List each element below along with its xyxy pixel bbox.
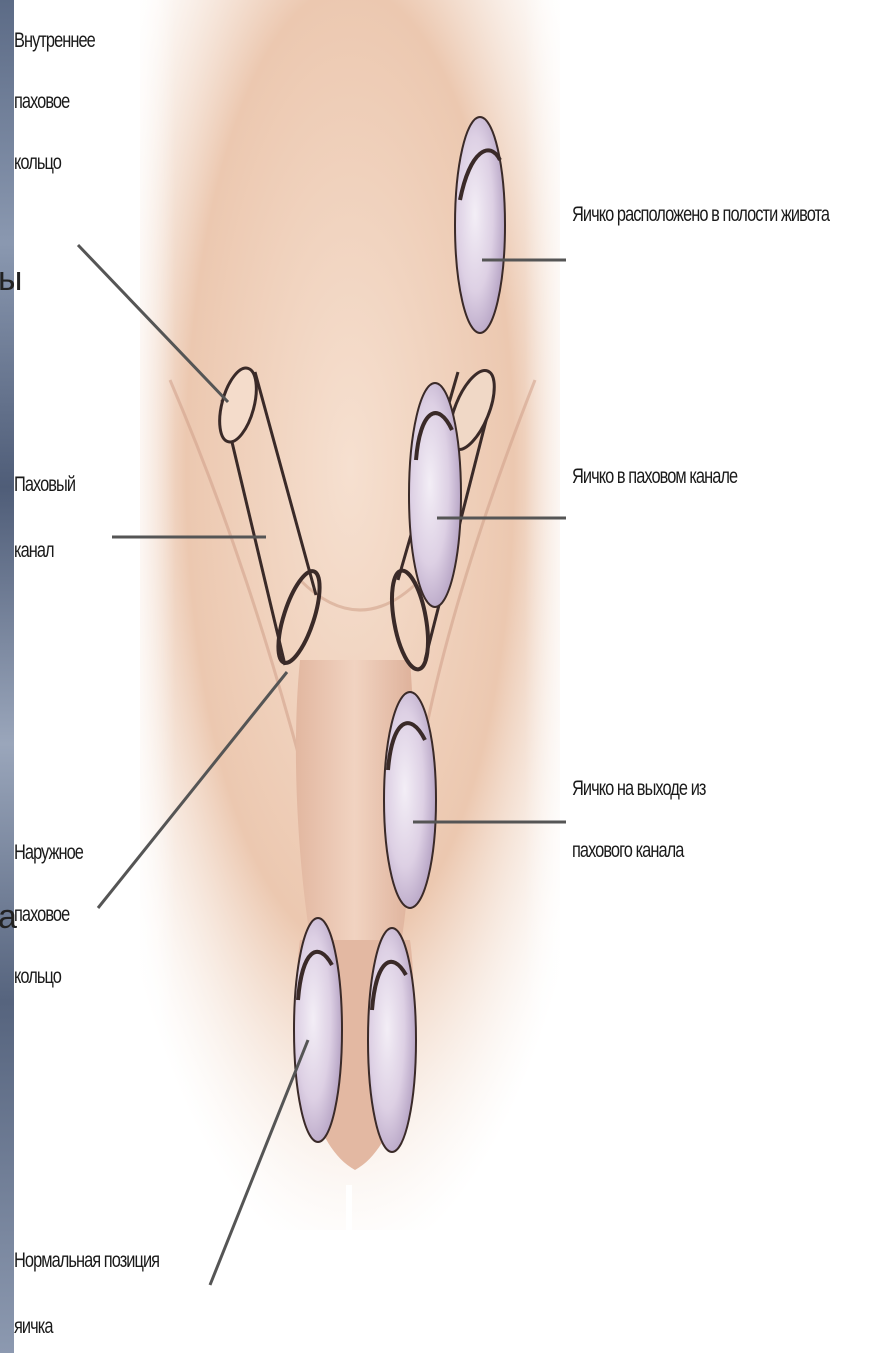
- testis-exiting-canal: [384, 692, 436, 908]
- figure-stub: [346, 1185, 352, 1230]
- label-internal-ring-line1: Внутреннее: [14, 30, 95, 51]
- testis-abdomen: [455, 117, 505, 333]
- label-testis-exit-line1: Яичко на выходе из: [572, 778, 706, 799]
- label-internal-ring-line3: кольцо: [14, 152, 61, 173]
- testis-normal-right: [368, 928, 416, 1152]
- label-external-ring-line3: кольцо: [14, 966, 61, 987]
- label-testis-exit-line2: пахового канала: [572, 840, 683, 861]
- label-external-ring-line1: Наружное: [14, 842, 83, 863]
- label-testis-canal: Яичко в паховом канале: [572, 466, 737, 487]
- label-normal-position-line2: яичка: [14, 1316, 53, 1337]
- testis-in-canal: [409, 383, 461, 607]
- label-testis-abdomen: Яичко расположено в полости живота: [572, 204, 829, 225]
- label-external-ring-line2: паховое: [14, 904, 69, 925]
- label-inguinal-canal-line1: Паховый: [14, 474, 75, 495]
- testis-normal-left: [294, 918, 342, 1142]
- label-inguinal-canal-line2: канал: [14, 540, 54, 561]
- label-normal-position-line1: Нормальная позиция: [14, 1250, 159, 1271]
- label-internal-ring-line2: паховое: [14, 91, 69, 112]
